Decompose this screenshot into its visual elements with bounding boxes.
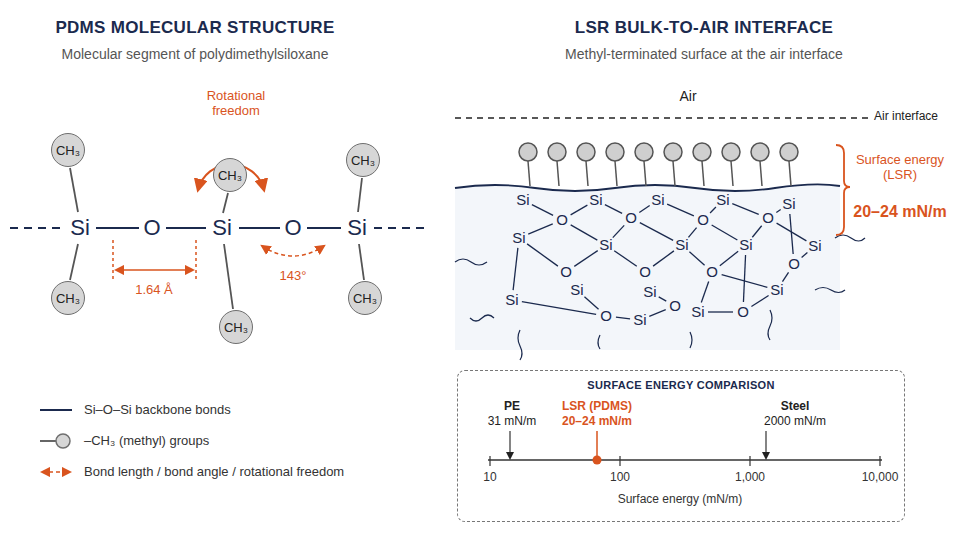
text-label: LSR (PDMS) <box>562 400 632 414</box>
text-label: O <box>143 215 160 240</box>
atom-symbol: Si <box>643 283 656 300</box>
atom-symbol: O <box>737 303 749 320</box>
methyl-label: CH₃ <box>351 153 375 168</box>
legend-text: –CH₃ (methyl) groups <box>84 434 209 449</box>
methyl-circle: CH₃ <box>51 133 85 167</box>
text-label: 100 <box>610 471 630 485</box>
text-label: 10 <box>483 471 496 485</box>
atom-symbol: O <box>788 255 800 272</box>
atom-symbol: Si <box>570 281 583 298</box>
text-label: Si <box>347 215 367 240</box>
text-label: Molecular segment of polydimethylsiloxan… <box>62 46 329 62</box>
atom-symbol: Si <box>516 191 529 208</box>
atom-symbol: O <box>625 209 637 226</box>
text-label: PDMS MOLECULAR STRUCTURE <box>55 18 334 38</box>
text-label: Air interface <box>874 110 938 124</box>
methyl-label: CH₃ <box>218 168 242 183</box>
text-label: 2000 mN/m <box>764 415 826 429</box>
text-label: 20–24 mN/m <box>853 203 946 221</box>
text-label: 10,000 <box>862 471 899 485</box>
text-label: O <box>284 215 301 240</box>
methyl-circle: CH₃ <box>213 158 247 192</box>
atom-symbol: O <box>600 307 612 324</box>
atom-symbol: Si <box>675 236 688 253</box>
text-label: 1,000 <box>735 471 765 485</box>
atom-symbol: Si <box>770 281 783 298</box>
legend-text: Si–O–Si backbone bonds <box>84 403 231 418</box>
atom-symbol: O <box>697 211 709 228</box>
text-label: Air <box>679 88 696 104</box>
atom-symbol: O <box>639 263 651 280</box>
methyl-circle: CH₃ <box>348 281 382 315</box>
atom-symbol: Si <box>633 311 646 328</box>
text-label: PE <box>504 400 520 414</box>
text-label: 143° <box>280 269 307 284</box>
methyl-label: CH₃ <box>56 291 80 306</box>
methyl-circle: CH₃ <box>219 310 253 344</box>
atom-symbol: O <box>560 263 572 280</box>
atom-symbol: Si <box>739 236 752 253</box>
atom-symbol: Si <box>691 303 704 320</box>
text-label: Steel <box>781 400 810 414</box>
atom-symbol: Si <box>808 237 821 254</box>
legend-text: Bond length / bond angle / rotational fr… <box>84 465 344 480</box>
atom-symbol: Si <box>505 291 518 308</box>
methyl-label: CH₃ <box>353 291 377 306</box>
text-label: 20–24 mN/m <box>562 415 632 429</box>
text-label: 31 mN/m <box>488 415 537 429</box>
methyl-circle: CH₃ <box>51 281 85 315</box>
atom-symbol: Si <box>599 236 612 253</box>
atom-symbol: O <box>706 263 718 280</box>
atom-symbol: Si <box>589 191 602 208</box>
methyl-label: CH₃ <box>56 143 80 158</box>
text-label: Rotational freedom <box>196 89 276 119</box>
atom-symbol: Si <box>782 195 795 212</box>
atom-symbol: Si <box>651 191 664 208</box>
text-label: Si <box>212 215 232 240</box>
methyl-circle: CH₃ <box>346 143 380 177</box>
text-label: Surface energy (LSR) <box>852 153 948 183</box>
text-label: LSR BULK-TO-AIR INTERFACE <box>575 18 833 38</box>
panel-title: SURFACE ENERGY COMPARISON <box>458 379 904 391</box>
methyl-label: CH₃ <box>224 320 248 335</box>
atom-symbol: O <box>669 297 681 314</box>
atom-symbol: Si <box>716 191 729 208</box>
atom-symbol: O <box>762 209 774 226</box>
atom-symbol: O <box>556 211 568 228</box>
text-label: 1.64 Å <box>135 283 173 298</box>
text-label: Si <box>70 215 90 240</box>
text-label: Methyl-terminated surface at the air int… <box>565 46 843 62</box>
text-label: Surface energy (mN/m) <box>618 493 743 507</box>
atom-symbol: Si <box>512 229 525 246</box>
